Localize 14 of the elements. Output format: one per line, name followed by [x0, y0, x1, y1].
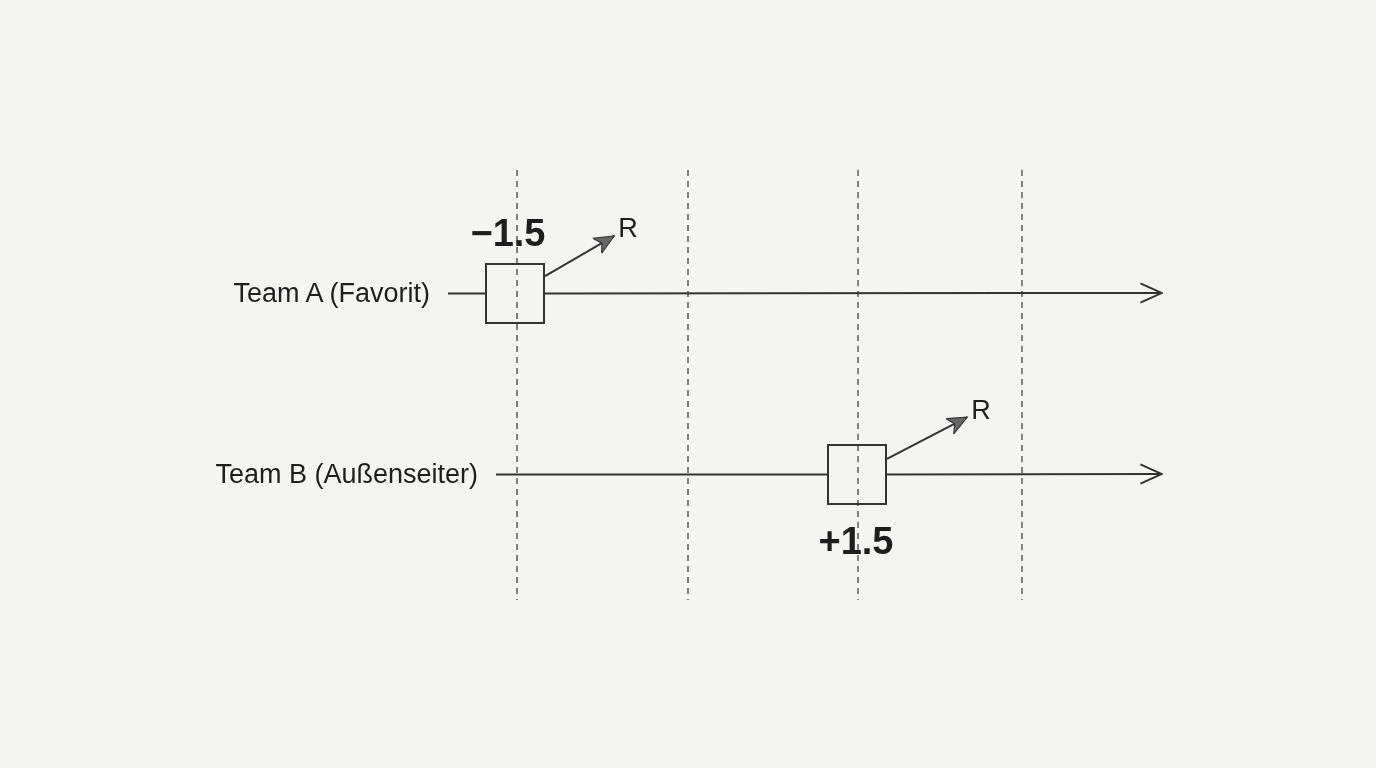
- marker-square: [827, 444, 887, 505]
- handicap-value: +1.5: [818, 522, 894, 560]
- arrow: [544, 234, 616, 278]
- team-label: Team B (Außenseiter): [215, 460, 478, 488]
- arrow-label: R: [971, 396, 991, 424]
- arrow-label: R: [618, 214, 638, 242]
- connector-line: [495, 473, 828, 476]
- handicap-value: −1.5: [470, 214, 546, 252]
- arrow: [886, 463, 1163, 485]
- arrow: [544, 282, 1163, 304]
- connector-line: [447, 292, 486, 295]
- marker-square: [485, 263, 545, 324]
- team-label: Team A (Favorit): [233, 279, 430, 307]
- arrow: [886, 416, 969, 460]
